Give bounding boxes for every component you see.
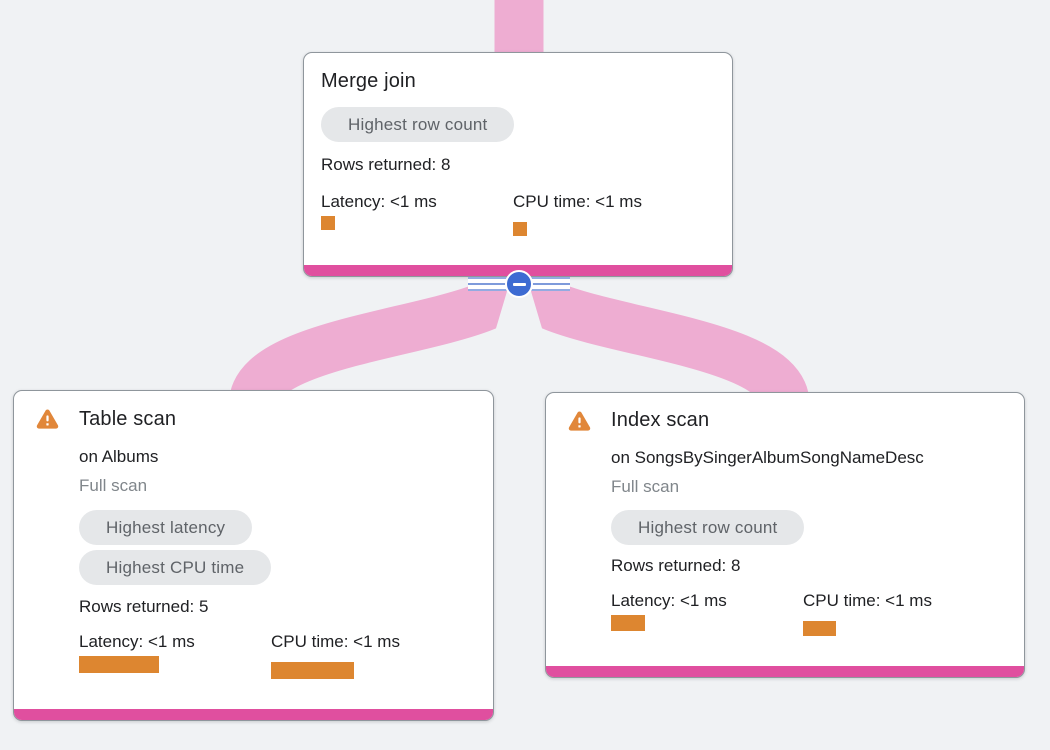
node-title: Index scan — [611, 409, 710, 431]
edge-gap-notch — [486, 288, 552, 362]
minus-icon — [512, 282, 526, 286]
latency-label: Latency: <1 ms — [611, 591, 727, 610]
collapse-button[interactable] — [505, 270, 533, 298]
rows-returned: Rows returned: 8 — [321, 155, 451, 174]
node-title: Merge join — [321, 70, 416, 92]
warning-icon — [34, 405, 61, 432]
plan-node-index-scan[interactable]: Index scan on SongsBySingerAlbumSongName… — [545, 392, 1025, 678]
status-badge: Highest row count — [321, 107, 515, 142]
cpu-metric: CPU time: <1 ms — [271, 631, 463, 679]
rows-returned: Rows returned: 5 — [79, 597, 209, 616]
warning-icon — [566, 407, 593, 434]
cpu-metric: CPU time: <1 ms — [803, 590, 995, 636]
scan-type: Full scan — [611, 477, 680, 496]
edge-right-child-ribbon — [494, 269, 810, 409]
latency-label: Latency: <1 ms — [321, 192, 437, 211]
status-badge: Highest row count — [611, 510, 805, 545]
node-accent-bar — [546, 666, 1024, 677]
node-target: on SongsBySingerAlbumSongNameDesc — [611, 448, 924, 467]
status-badge: Highest CPU time — [79, 550, 272, 585]
cpu-label: CPU time: <1 ms — [803, 591, 932, 610]
latency-bar — [79, 656, 159, 673]
latency-metric: Latency: <1 ms — [79, 631, 271, 679]
node-accent-bar — [14, 709, 493, 720]
cpu-bar — [513, 222, 527, 236]
node-target: on Albums — [79, 447, 159, 466]
latency-label: Latency: <1 ms — [79, 632, 195, 651]
scan-type: Full scan — [79, 476, 148, 495]
edge-left-child-ribbon — [229, 269, 544, 409]
cpu-metric: CPU time: <1 ms — [513, 191, 705, 236]
cpu-bar — [803, 621, 836, 636]
latency-bar — [611, 615, 645, 631]
plan-node-merge-join[interactable]: Merge join Highest row count Rows return… — [303, 52, 733, 277]
cpu-label: CPU time: <1 ms — [513, 192, 642, 211]
collapse-children-control[interactable] — [468, 270, 570, 298]
node-title: Table scan — [79, 408, 177, 430]
cpu-label: CPU time: <1 ms — [271, 632, 400, 651]
edge-parent-ribbon — [494, 0, 544, 54]
latency-metric: Latency: <1 ms — [611, 590, 803, 636]
cpu-bar — [271, 662, 354, 679]
latency-bar — [321, 216, 335, 230]
rows-returned: Rows returned: 8 — [611, 556, 741, 575]
status-badge: Highest latency — [79, 510, 253, 545]
plan-node-table-scan[interactable]: Table scan on Albums Full scan Highest l… — [13, 390, 494, 721]
latency-metric: Latency: <1 ms — [321, 191, 513, 236]
